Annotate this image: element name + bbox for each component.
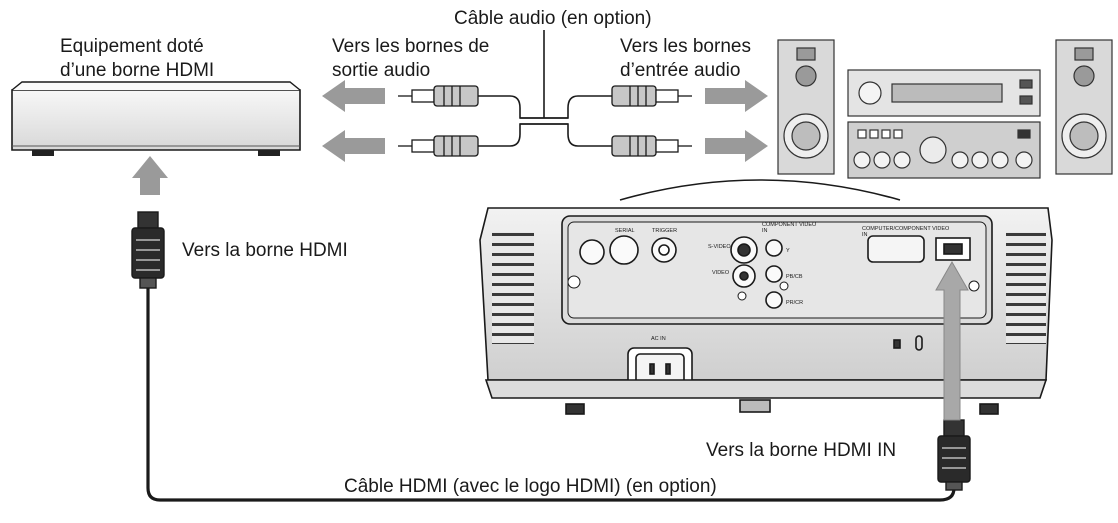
arrow-up-device	[132, 156, 168, 195]
label-audio-in-2: d’entrée audio	[620, 60, 741, 81]
audio-arrows	[132, 80, 768, 195]
panel-label-component-in: IN	[762, 228, 768, 234]
rca-plugs	[398, 85, 692, 157]
arrow-up-projector	[935, 260, 969, 421]
label-to-hdmi-in: Vers la borne HDMI IN	[706, 440, 897, 461]
label-hdmi-device-1: Equipement doté	[60, 36, 204, 57]
label-audio-cable: Câble audio (en option)	[454, 8, 652, 29]
speaker-left	[777, 39, 835, 175]
panel-label-computer-in: IN	[862, 232, 868, 238]
panel-label-ac-in: AC IN	[651, 336, 666, 342]
hdmi-equipment	[11, 81, 301, 156]
hdmi-cable	[146, 286, 956, 502]
label-hdmi-cable: Câble HDMI (avec le logo HDMI) (en optio…	[344, 476, 717, 497]
panel-label-s-video: S-VIDEO	[708, 244, 731, 250]
stereo-system	[777, 39, 1113, 179]
hdmi-plug-projector	[937, 419, 971, 491]
left-vent	[492, 232, 534, 344]
rca-plug-left-bottom	[398, 135, 479, 157]
label-audio-out-2: sortie audio	[332, 60, 431, 81]
panel-label-video: VIDEO	[712, 270, 730, 276]
rca-plug-right-bottom	[611, 135, 692, 157]
label-audio-in-1: Vers les bornes	[620, 36, 751, 57]
rca-plug-right-top	[611, 85, 692, 107]
panel-label-trigger: TRIGGER	[652, 228, 677, 234]
arrow-left-bottom	[322, 130, 385, 162]
hdmi-plug-device	[131, 211, 165, 289]
label-to-hdmi-terminal: Vers la borne HDMI	[182, 240, 348, 261]
right-vent	[1006, 232, 1046, 344]
arrow-right-bottom	[705, 130, 768, 162]
projector-panel-labels: SERIAL TRIGGER COMPONENT VIDEO IN COMPUT…	[615, 222, 950, 342]
label-hdmi-device-2: d’une borne HDMI	[60, 60, 215, 81]
panel-label-pr-cr: PR/CR	[786, 300, 803, 306]
panel-label-computer-component: COMPUTER/COMPONENT VIDEO	[862, 226, 950, 232]
rca-plug-left-top	[398, 85, 479, 107]
amplifier-unit	[847, 69, 1041, 179]
panel-label-pb-cb: PB/CB	[786, 274, 803, 280]
panel-label-serial: SERIAL	[615, 228, 635, 234]
arrow-left-top	[322, 80, 385, 112]
audio-cable	[478, 30, 612, 147]
speaker-right	[1055, 39, 1113, 175]
panel-label-y: Y	[786, 248, 790, 254]
label-audio-out-1: Vers les bornes de	[332, 36, 490, 57]
projector	[479, 179, 1053, 415]
arrow-right-top	[705, 80, 768, 112]
panel-label-component-video: COMPONENT VIDEO	[762, 222, 817, 228]
